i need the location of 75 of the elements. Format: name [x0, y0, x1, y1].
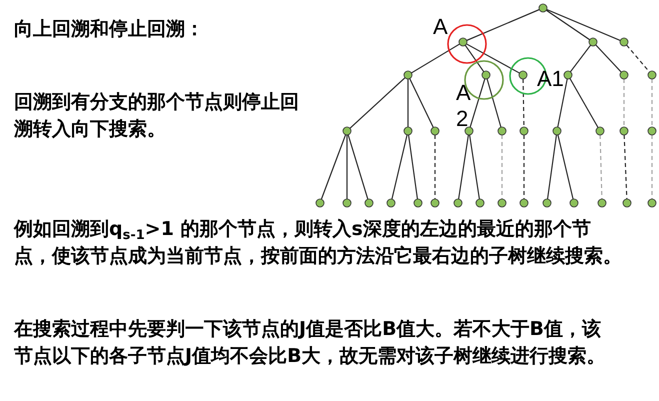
- tree-node: [620, 38, 628, 46]
- dashed-tree-edge: [522, 79, 524, 127]
- tree-node: [588, 38, 598, 46]
- dashed-tree-edge: [626, 44, 650, 72]
- tree-node: [342, 198, 352, 208]
- tree-edge: [570, 44, 592, 72]
- tree-node: [476, 198, 484, 208]
- tree-node: [520, 126, 528, 136]
- tree-node: [404, 70, 412, 80]
- tree-node: [498, 126, 506, 136]
- tree-node: [622, 198, 632, 208]
- tree-node: [316, 198, 324, 208]
- tree-node: [518, 70, 528, 80]
- tree-edge: [570, 78, 598, 128]
- tree-edge: [557, 134, 574, 200]
- title: 向上回溯和停止回溯：: [14, 17, 204, 42]
- tree-edge: [486, 78, 502, 128]
- tree-node: [364, 198, 374, 208]
- tree-edge: [546, 9, 621, 41]
- tree-node: [648, 70, 656, 80]
- paragraph: 回溯到有分支的那个节点则停止回溯转入向下搜索。: [14, 90, 300, 142]
- tree-node: [542, 198, 552, 208]
- tree-edge: [320, 134, 346, 200]
- tree-node: [498, 198, 506, 208]
- dashed-tree-edge: [434, 135, 436, 199]
- tree-node: [342, 126, 352, 136]
- tree-node: [620, 126, 628, 136]
- tree-node: [620, 70, 628, 80]
- tree-node: [538, 4, 548, 12]
- tree-node: [430, 126, 440, 136]
- tree-edge: [408, 134, 418, 200]
- tree-node: [430, 198, 440, 208]
- tree-edge: [348, 134, 368, 200]
- dashed-tree-edge: [623, 79, 625, 127]
- tree-edge: [466, 43, 520, 74]
- tree-edge: [466, 9, 540, 41]
- tree-edge: [470, 78, 486, 128]
- tree-edge: [464, 44, 484, 72]
- tree-edge: [469, 134, 480, 200]
- tree-node: [454, 198, 462, 208]
- tree-node: [464, 126, 474, 136]
- tree-edge: [350, 77, 406, 129]
- dashed-tree-edge: [651, 79, 653, 127]
- tree-node: [404, 126, 412, 136]
- dashed-tree-edge: [651, 135, 653, 199]
- node-label: A 2: [456, 80, 472, 132]
- tree-node: [482, 70, 490, 80]
- tree-node: [458, 38, 468, 46]
- tree-edge: [595, 44, 622, 72]
- tree-node: [596, 126, 604, 136]
- dashed-tree-edge: [624, 134, 628, 200]
- tree-node: [552, 126, 562, 136]
- tree-node: [598, 198, 606, 208]
- dashed-tree-edge: [600, 134, 602, 200]
- tree-edge: [458, 134, 469, 200]
- tree-node: [386, 198, 396, 208]
- dashed-tree-edge: [501, 135, 503, 199]
- tree-edge: [409, 78, 434, 128]
- tree-edge: [391, 134, 408, 200]
- tree-edge: [346, 135, 348, 199]
- dashed-tree-edge: [523, 135, 525, 199]
- tree-edge: [411, 44, 460, 74]
- tree-node: [570, 198, 578, 208]
- tree-edge: [407, 79, 409, 127]
- paragraph: 例如回溯到q$_{s-1}$>1 的那个节点，则转入s深度的左边的最近的那个节点，使该节点成为当前节点，按前面的方法沿它最右边的子树继续搜索。: [14, 217, 623, 269]
- tree-edge: [547, 134, 557, 200]
- paragraph: 在搜索过程中先要判一下该节点的J值是否比B值大。若不大于B值，该节点以下的各子节点J值均不会比B大，故无需对该子树继续进行搜索。: [14, 317, 607, 369]
- node-label: A: [433, 14, 448, 40]
- tree-node: [564, 70, 572, 80]
- tree-node: [414, 198, 422, 208]
- tree-node: [648, 198, 656, 208]
- tree-node: [520, 198, 528, 208]
- tree-edge: [546, 10, 590, 40]
- tree-node: [648, 126, 656, 136]
- tree-edge: [557, 78, 568, 128]
